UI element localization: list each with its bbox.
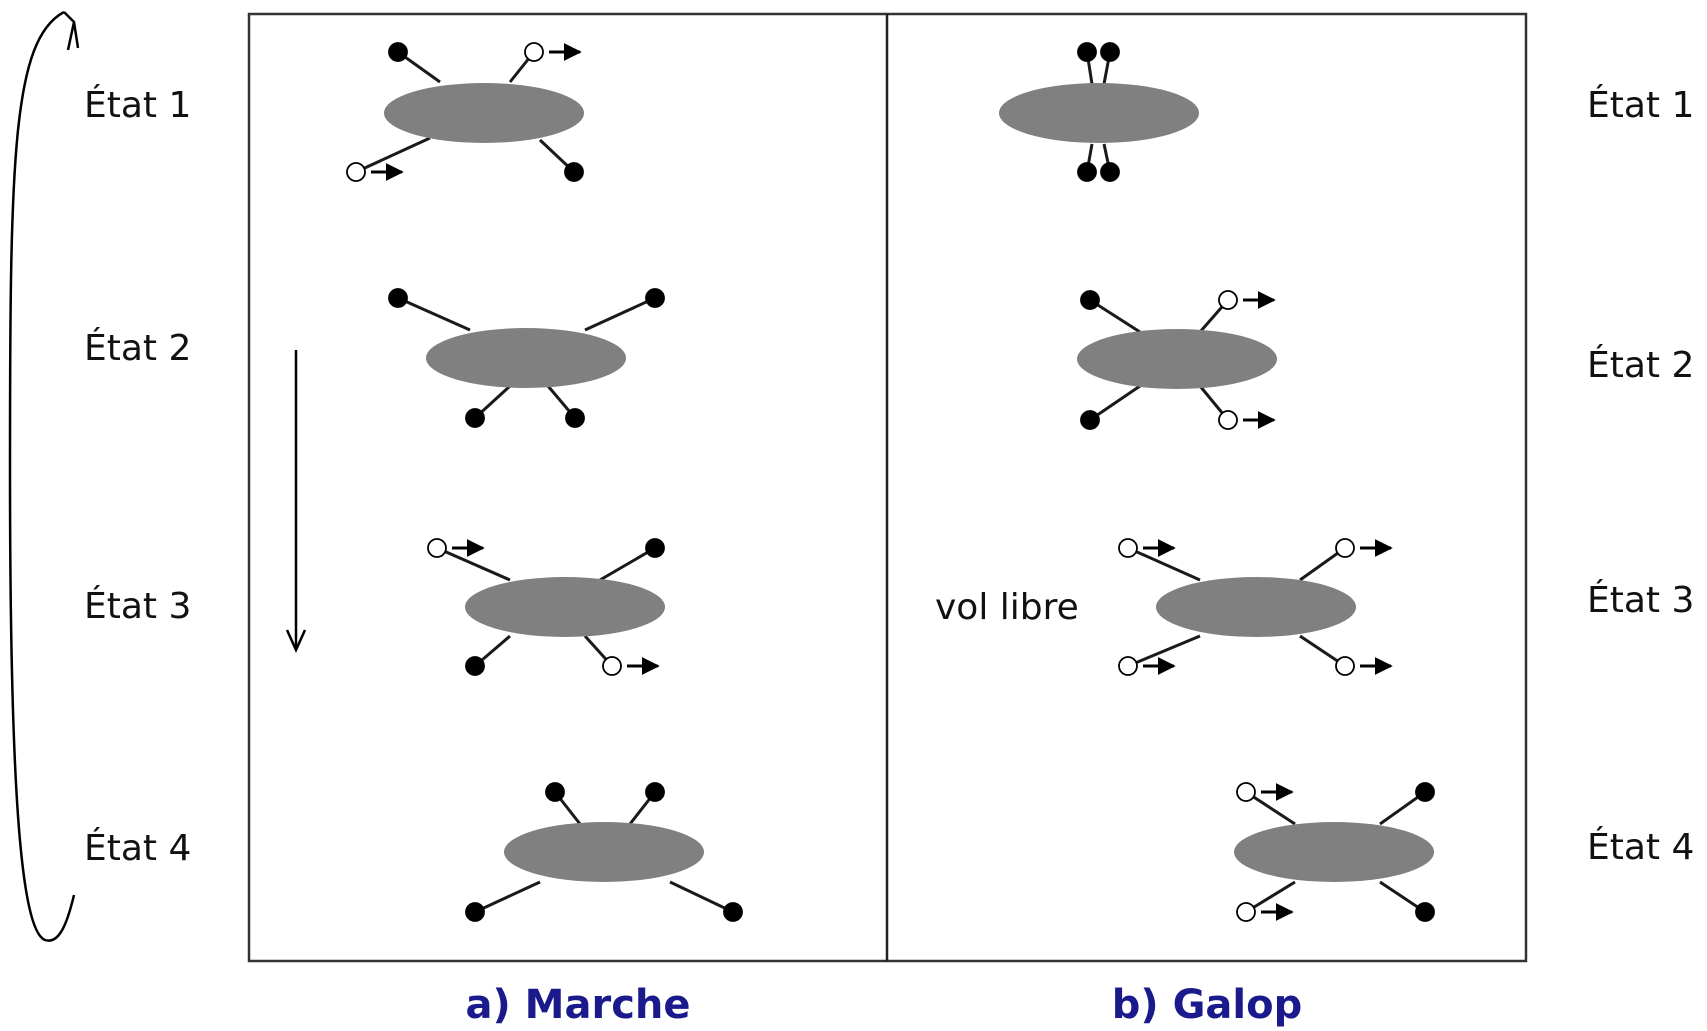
galop-state-4-body [1234,822,1434,882]
marche-state-4-front-bottom-leg [474,880,541,914]
marche-state-2-rear-bottom-stance-foot [565,408,585,428]
cycle-arrow-head-top [63,11,80,51]
marche-state-2-body [426,328,626,388]
marche-state-3-rear-bottom-swing-foot [602,656,622,676]
galop-state-3-body [1156,577,1356,637]
left-state-3-label: État 3 [84,586,192,627]
marche-state-4-rear-bottom-stance-foot [723,902,743,922]
marche-state-4-rear-top-stance-foot [645,782,665,802]
marche-state-1-body [384,83,584,143]
galop-state-2-top-left-stance-foot [1080,290,1100,310]
marche-state-1-rear-top-swing-foot [524,42,544,62]
marche-state-4-body [504,822,704,882]
marche-state-2-front-top-leg [397,296,471,332]
galop-state-3-top-left-leg [1127,546,1201,582]
galop-state-2-bottom-left-leg [1089,384,1141,422]
marche-state-3-front-top-leg [436,546,511,582]
galop-state-2-bottom-right-swing-foot [1218,410,1238,430]
marche-state-3-body [465,577,665,637]
marche-state-3-front-bottom-stance-foot [465,656,485,676]
marche-state-4-rear-bottom-leg [669,880,734,914]
cycle-arrow [8,10,76,942]
sequence-arrow-head [285,629,307,654]
left-state-4-label: État 4 [84,828,192,869]
marche-state-4-front-top-stance-foot [545,782,565,802]
galop-state-3-bottom-left-leg [1127,634,1201,668]
left-state-2-label: État 2 [84,328,192,369]
galop-state-3-bottom-left-swing-foot [1118,656,1138,676]
right-state-1-label: État 1 [1587,85,1695,126]
galop-state-1-body [999,83,1199,143]
marche-state-2-front-bottom-stance-foot [465,408,485,428]
galop-state-2-bottom-left-stance-foot [1080,410,1100,430]
free-flight-annotation: vol libre [935,587,1079,628]
galop-state-4-bottom-left-swing-foot [1236,902,1256,922]
marche-state-2-rear-top-stance-foot [645,288,665,308]
right-state-4-label: État 4 [1587,827,1695,868]
left-state-1-label: État 1 [84,85,192,126]
galop-state-1-top-right-stance-foot [1100,42,1120,62]
galop-state-1-bottom-left-stance-foot [1077,162,1097,182]
marche-state-1-front-bottom-swing-foot [346,162,366,182]
marche-caption: a) Marche [465,982,691,1028]
galop-state-1-bottom-right-stance-foot [1100,162,1120,182]
marche-state-3-front-top-swing-foot [427,538,447,558]
galop-state-1-top-left-stance-foot [1077,42,1097,62]
right-state-2-label: État 2 [1587,345,1695,386]
marche-state-4-front-bottom-stance-foot [465,902,485,922]
galop-state-4-top-left-swing-foot [1236,782,1256,802]
galop-caption: b) Galop [1111,982,1303,1028]
marche-state-3-rear-top-leg [599,546,656,582]
marche-state-1-front-bottom-leg [355,136,431,174]
marche-state-1-front-top-stance-foot [388,42,408,62]
right-state-3-label: État 3 [1587,580,1695,621]
galop-state-2-top-right-swing-foot [1218,290,1238,310]
marche-state-3-rear-top-stance-foot [645,538,665,558]
galop-state-2-body [1077,329,1277,389]
galop-state-3-bottom-right-swing-foot [1335,656,1355,676]
marche-state-2-rear-top-leg [584,296,656,332]
galop-state-4-top-right-stance-foot [1415,782,1435,802]
galop-state-4-bottom-right-stance-foot [1415,902,1435,922]
galop-state-3-top-right-swing-foot [1335,538,1355,558]
marche-state-1-rear-bottom-stance-foot [564,162,584,182]
marche-state-2-front-top-stance-foot [388,288,408,308]
galop-state-3-top-left-swing-foot [1118,538,1138,558]
